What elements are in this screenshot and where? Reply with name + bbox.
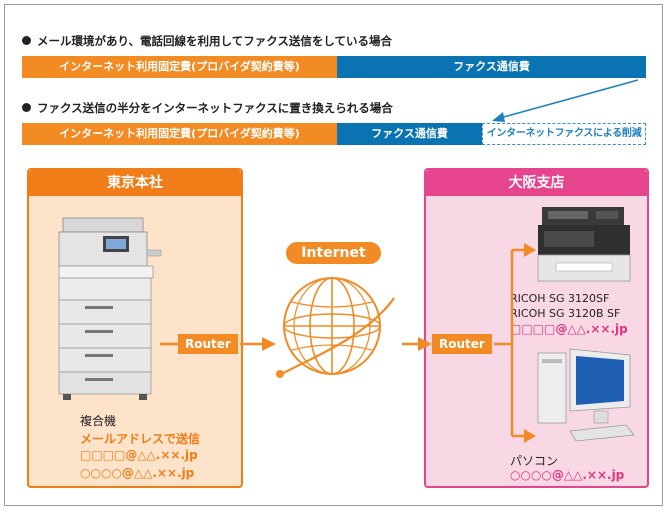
internet-globe-icon bbox=[276, 277, 395, 378]
osaka-pc-address: ○○○○@△△.××.jp bbox=[510, 468, 625, 482]
scenario1-heading: メール環境があり、電話回線を利用してファクス送信をしている場合 bbox=[37, 34, 393, 48]
reduction-bar: インターネットファクスによる削減 bbox=[482, 123, 646, 145]
tokyo-address-1: □□□□@△△.××.jp bbox=[80, 448, 198, 462]
osaka-router: Router bbox=[432, 334, 492, 354]
tokyo-title: 東京本社 bbox=[29, 170, 241, 196]
fax-printer-icon bbox=[537, 207, 631, 282]
tokyo-send-note: メールアドレスで送信 bbox=[80, 432, 201, 446]
scenario1-fax-cost-bar: ファクス通信費 bbox=[337, 56, 646, 78]
bullet-icon bbox=[22, 36, 31, 45]
tokyo-address-2: ○○○○@△△.××.jp bbox=[80, 466, 195, 480]
osaka-pc-label: パソコン bbox=[510, 454, 559, 468]
scenario1-heading-row: メール環境があり、電話回線を利用してファクス送信をしている場合 bbox=[22, 33, 392, 49]
personal-computer-icon bbox=[537, 348, 635, 442]
osaka-title: 大阪支店 bbox=[426, 170, 647, 196]
osaka-fax-model-2: RICOH SG 3120B SF bbox=[510, 307, 621, 320]
bullet-icon bbox=[22, 103, 31, 112]
multifunction-printer-icon bbox=[58, 217, 162, 400]
scenario1-fixed-cost-bar: インターネット利用固定費(プロバイダ契約費等) bbox=[22, 56, 337, 78]
scenario2-heading: ファクス送信の半分をインターネットファクスに置き換えられる場合 bbox=[37, 101, 393, 115]
scenario2-fax-cost-bar: ファクス通信費 bbox=[337, 123, 482, 145]
tokyo-router: Router bbox=[178, 334, 238, 354]
figure-frame bbox=[4, 4, 663, 506]
tokyo-device-label: 複合機 bbox=[80, 414, 117, 428]
osaka-fax-model-1: RICOH SG 3120SF bbox=[510, 292, 610, 305]
internet-label: Internet bbox=[286, 242, 381, 264]
scenario2-fixed-cost-bar: インターネット利用固定費(プロバイダ契約費等) bbox=[22, 123, 337, 145]
osaka-fax-address: □□□□@△△.××.jp bbox=[510, 322, 628, 336]
scenario2-heading-row: ファクス送信の半分をインターネットファクスに置き換えられる場合 bbox=[22, 100, 393, 116]
